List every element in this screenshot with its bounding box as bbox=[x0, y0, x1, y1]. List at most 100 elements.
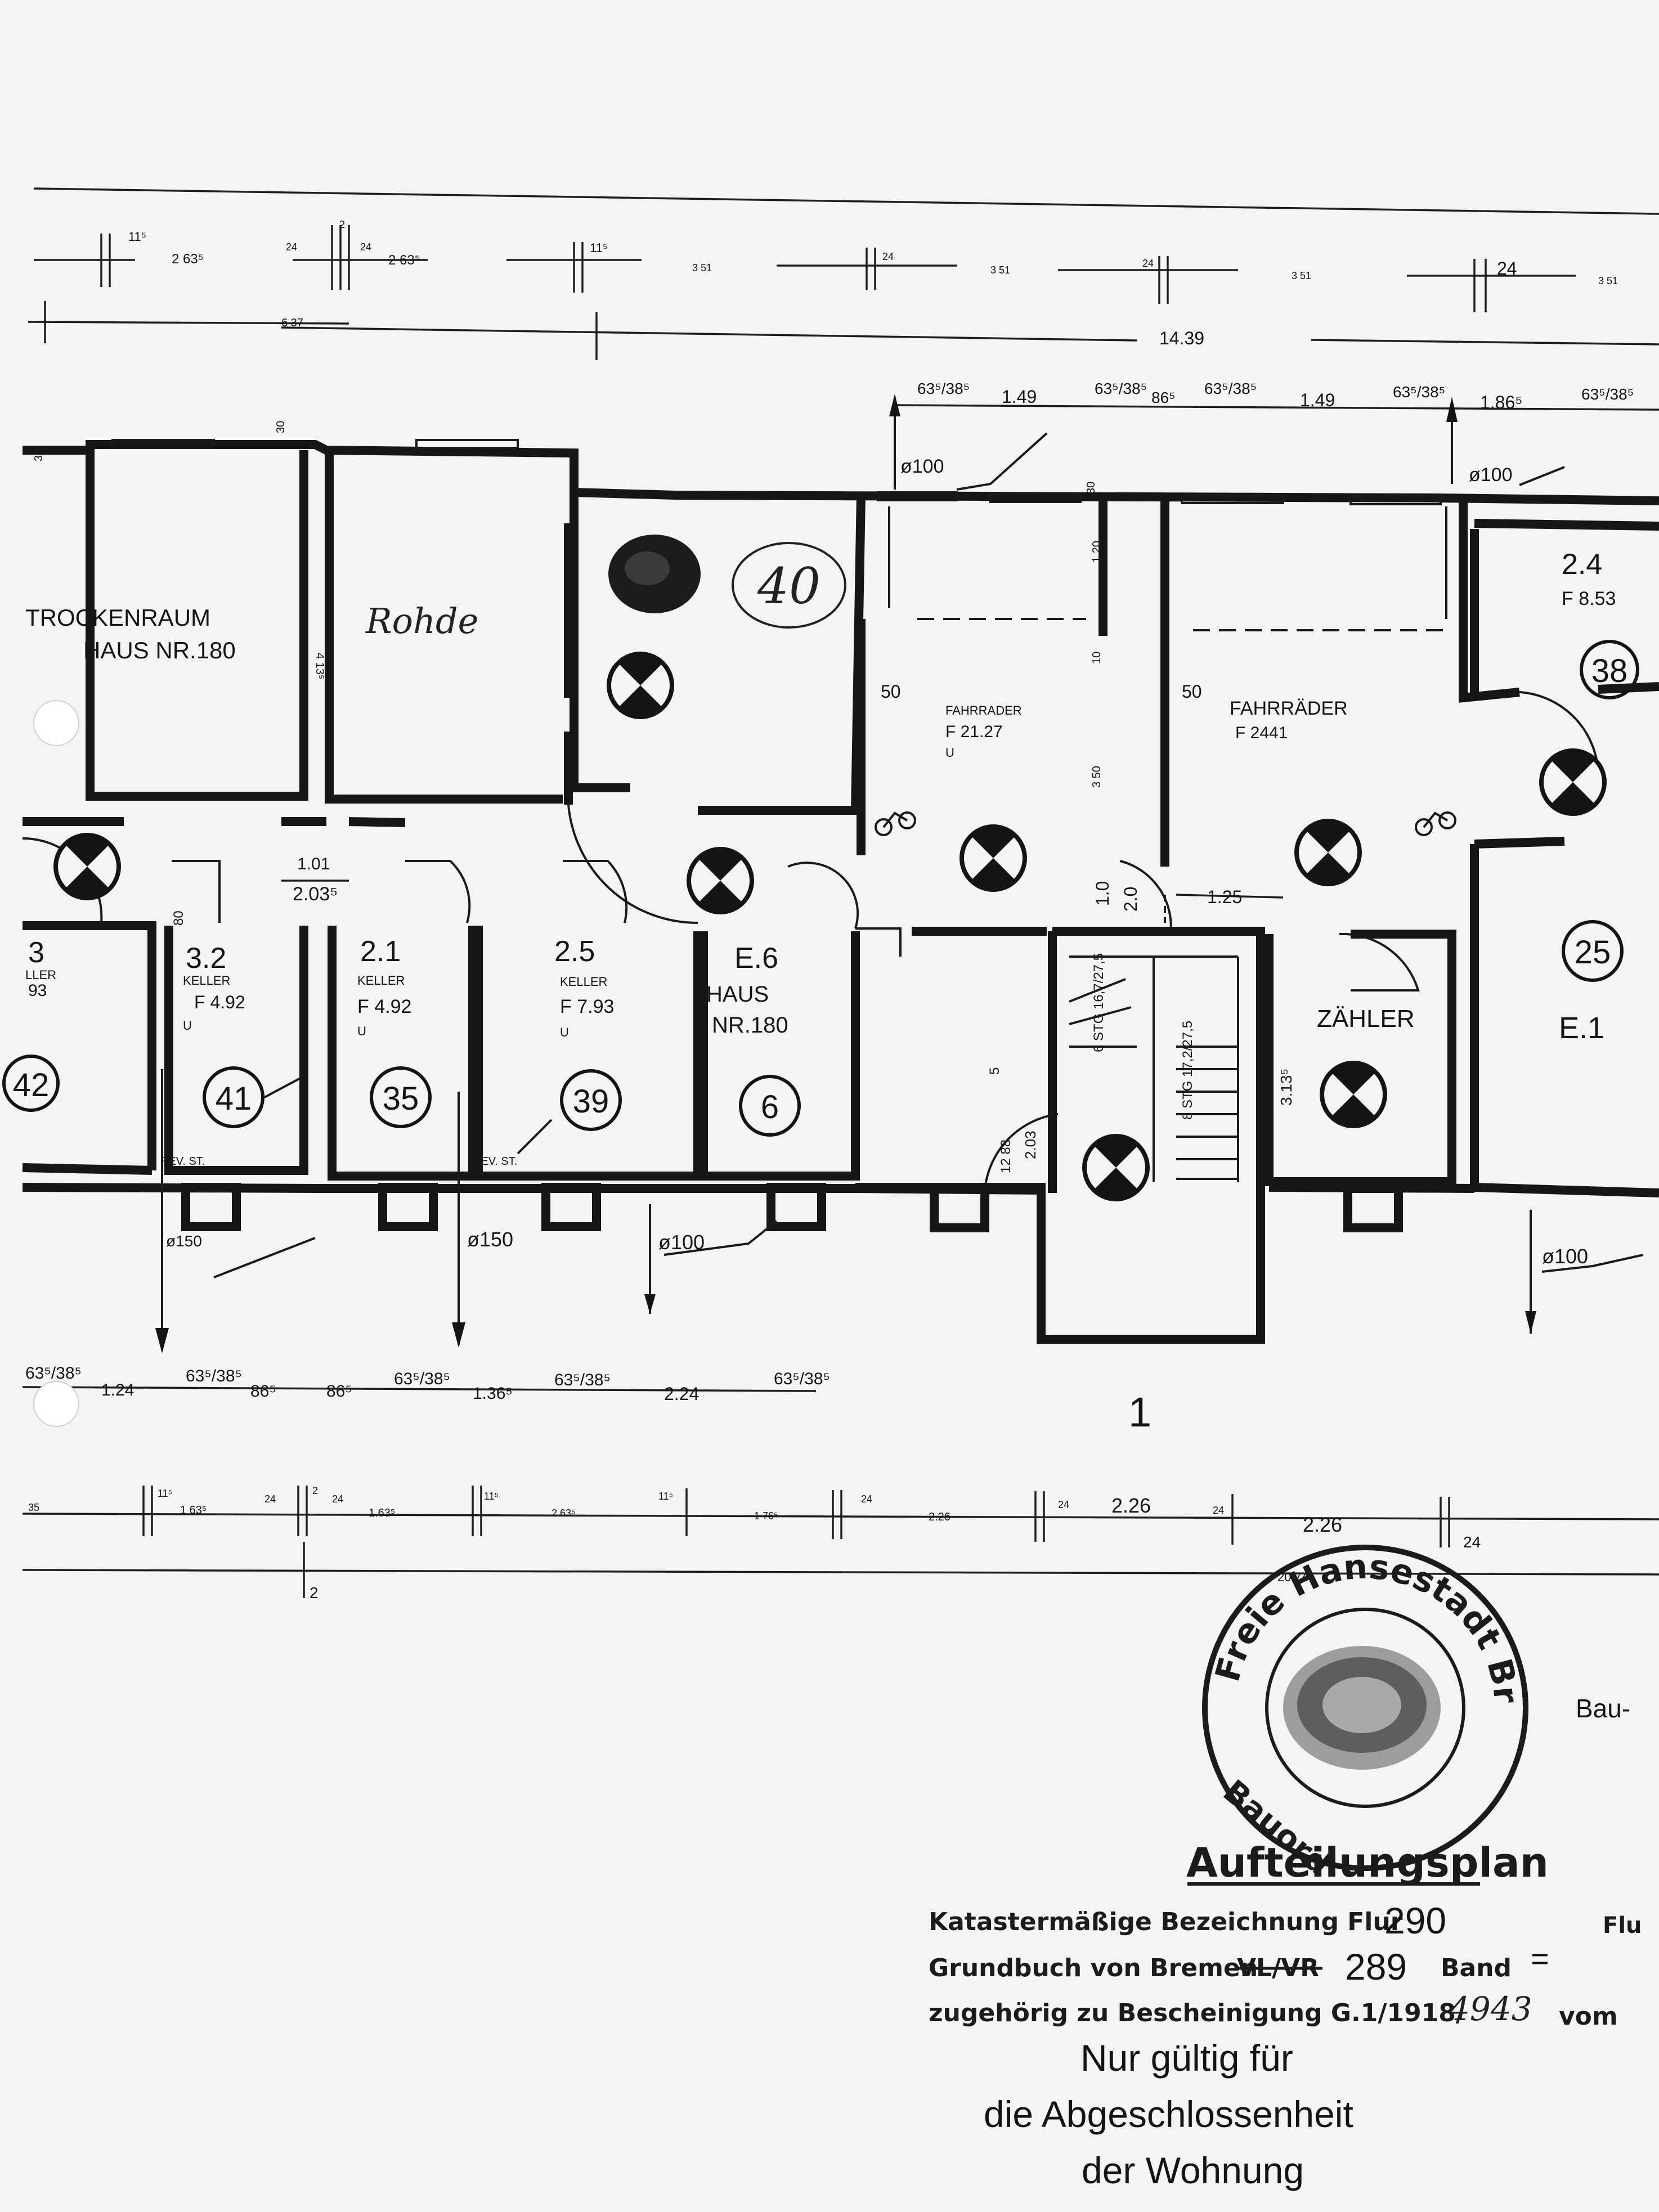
circled-number-38: 38 bbox=[1580, 640, 1639, 699]
room-number-38: 38 bbox=[1591, 653, 1628, 689]
cadastral-label: Katastermäßige Bezeichnung Flur bbox=[929, 1908, 1403, 1936]
dim-label: 3 51 bbox=[1292, 270, 1311, 281]
dim-label: 1.25 bbox=[1207, 887, 1242, 907]
room-area: F 21.27 bbox=[945, 723, 1003, 741]
bicycle-icon bbox=[1415, 811, 1456, 836]
dim-label: 14.39 bbox=[1159, 328, 1204, 348]
land-register-value: 289 bbox=[1345, 1946, 1407, 1987]
dim-label: 24 bbox=[882, 251, 894, 262]
dim-label: 24 bbox=[1213, 1505, 1224, 1516]
dim-label: 2.03⁵ bbox=[293, 883, 338, 905]
dashed-lines bbox=[888, 506, 1452, 923]
room-u: U bbox=[183, 1018, 192, 1033]
circled-number-39: 39 bbox=[560, 1069, 622, 1131]
certificate-number-handwritten: 4943 bbox=[1449, 1990, 1532, 2028]
volume-label: Band bbox=[1441, 1954, 1512, 1982]
room-number: E.6 bbox=[734, 942, 778, 975]
dim-label: 24 bbox=[332, 1493, 343, 1505]
dim-label: 63⁵/38⁵ bbox=[186, 1367, 242, 1385]
pipe-label: ø100 bbox=[1542, 1245, 1588, 1268]
circled-number-42: 42 bbox=[2, 1055, 60, 1112]
dim-label: 86⁵ bbox=[326, 1382, 352, 1401]
dim-label: 35 bbox=[28, 1502, 39, 1513]
pipe-arrows-top bbox=[889, 394, 1565, 491]
dim-label: 63⁵/38⁵ bbox=[394, 1370, 450, 1388]
room-name-fahrraeder: FAHRRÄDER bbox=[1230, 698, 1348, 719]
room-number: 2.4 bbox=[1562, 548, 1602, 581]
dim-label: 2.03 bbox=[1022, 1130, 1039, 1159]
bottom-dimension-chain bbox=[22, 1386, 1659, 1598]
light-fixture-icon bbox=[687, 847, 754, 914]
dim-label: 1 63⁵ bbox=[180, 1504, 207, 1516]
dim-label: 10 bbox=[1091, 652, 1103, 664]
room-house-label: HAUS bbox=[706, 982, 769, 1007]
window-pits-bottom bbox=[181, 1183, 1403, 1232]
circled-number-6: 6 bbox=[739, 1075, 801, 1137]
room-type: KELLER bbox=[560, 975, 607, 989]
certificate-label: zugehörig zu Bescheinigung G.1/1918/ bbox=[929, 1999, 1465, 2027]
dim-label: 63⁵/38⁵ bbox=[1393, 383, 1445, 401]
dim-label: 2 bbox=[310, 1584, 319, 1601]
dim-label: 3 51 bbox=[692, 262, 712, 273]
room-house-number: HAUS NR.180 bbox=[83, 637, 236, 663]
room-area: F 2441 bbox=[1235, 724, 1288, 742]
stair-treads bbox=[1069, 955, 1239, 1182]
volume-value: = bbox=[1531, 1941, 1549, 1976]
land-register-label: Grundbuch von Bremen bbox=[929, 1954, 1258, 1982]
dim-label: 1.86⁵ bbox=[1480, 392, 1523, 412]
dim-label: 63⁵/38⁵ bbox=[554, 1371, 611, 1389]
room-type: KELLER bbox=[357, 973, 405, 988]
dim-label: 2.0 bbox=[1120, 887, 1141, 912]
room-u: U bbox=[945, 746, 954, 760]
room-number-41: 41 bbox=[216, 1080, 252, 1117]
dim-label: 2 bbox=[339, 219, 345, 230]
dim-label: 11⁵ bbox=[128, 230, 146, 244]
dim-label: 2.26 bbox=[1111, 1494, 1151, 1517]
stair-step-label: 8 STG 17,2/27,5 bbox=[1180, 1021, 1195, 1120]
hole-punches bbox=[33, 700, 79, 1427]
dim-label: 63⁵/38⁵ bbox=[1095, 380, 1147, 397]
partial-text-bau: Bau- bbox=[1576, 1694, 1630, 1723]
room-number: 2.1 bbox=[360, 935, 401, 968]
light-fixture-icon bbox=[607, 652, 674, 719]
room-number: 2.5 bbox=[554, 935, 595, 968]
dim-label: 11⁵ bbox=[484, 1491, 499, 1502]
dim-label: 24 bbox=[264, 1493, 276, 1505]
pipe-label: ø150 bbox=[166, 1232, 202, 1250]
room-type: LLER bbox=[25, 968, 56, 982]
dim-label: 1 76⁵ bbox=[754, 1510, 778, 1522]
dim-label: 1.63⁵ bbox=[369, 1507, 395, 1519]
room-area: F 8.53 bbox=[1562, 588, 1616, 609]
dim-label: 11⁵ bbox=[158, 1488, 172, 1499]
dim-label: 63⁵/38⁵ bbox=[1581, 385, 1634, 403]
room-number-40: 40 bbox=[757, 557, 820, 615]
date-label: vom bbox=[1559, 2002, 1618, 2031]
axis-label: 1 bbox=[1128, 1389, 1151, 1435]
light-fixture-icon bbox=[53, 833, 121, 900]
dim-label: 1.24 bbox=[101, 1381, 134, 1399]
dim-label: 30 bbox=[1085, 482, 1097, 494]
room-name-fahrrader: FAHRRADER bbox=[945, 703, 1022, 717]
official-seal-stamp: Freie Hansestadt Bremen Bauord Bau- bbox=[0, 0, 1630, 1883]
dim-label: 24 bbox=[861, 1493, 872, 1505]
room-area: F 4.92 bbox=[194, 992, 245, 1012]
room-labels: TROCKENRAUM HAUS NR.180 Rohde 40 FAHRRAD… bbox=[2, 542, 1639, 1168]
room-area: F 7.93 bbox=[560, 996, 614, 1017]
dim-label: 1.49 bbox=[1300, 390, 1335, 410]
light-fixture-icon bbox=[1539, 748, 1607, 816]
dim-label: 86⁵ bbox=[250, 1382, 276, 1401]
dim-label: 24 bbox=[1058, 1499, 1069, 1510]
dim-label: 24 bbox=[1463, 1533, 1481, 1551]
room-number-25: 25 bbox=[1575, 934, 1611, 971]
seal-emblem-icon bbox=[1283, 1646, 1441, 1770]
light-fixture-icon bbox=[1320, 1061, 1387, 1128]
circled-number-35: 35 bbox=[370, 1066, 432, 1128]
dim-label: 11⁵ bbox=[590, 241, 608, 255]
pipe-arrows-bottom bbox=[155, 1069, 1644, 1353]
room-number: 3.2 bbox=[186, 942, 226, 975]
top-dimension-chain bbox=[28, 187, 1659, 411]
title-block: Aufteilungsplan Katastermäßige Bezeichnu… bbox=[929, 1839, 1642, 2191]
ink-blot bbox=[608, 535, 701, 613]
dim-label: 2 63⁵ bbox=[551, 1507, 576, 1519]
dim-label: 2.26 bbox=[1303, 1513, 1342, 1536]
